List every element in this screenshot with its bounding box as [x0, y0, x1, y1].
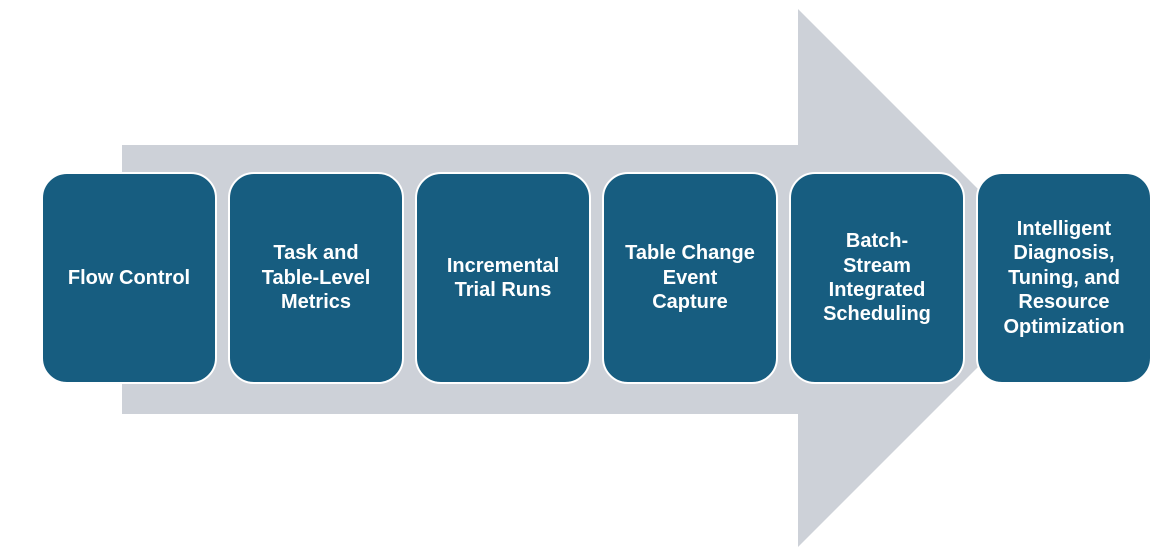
step-label: Intelligent Diagnosis, Tuning, and Resou… [1003, 218, 1125, 338]
step-batch-stream-integrated-scheduling: Batch- Stream Integrated Scheduling [789, 172, 965, 384]
arrow-polygon [122, 9, 1067, 547]
step-label: Flow Control [67, 266, 191, 289]
step-flow-control: Flow Control [41, 172, 217, 384]
step-label: Task and Table-Level Metrics [261, 242, 371, 314]
step-incremental-trial-runs: Incremental Trial Runs [415, 172, 591, 384]
step-task-and-table-level-metrics: Task and Table-Level Metrics [228, 172, 404, 384]
process-steps-row: Flow Control Task and Table-Level Metric… [41, 172, 1152, 384]
step-label: Batch- Stream Integrated Scheduling [823, 230, 931, 326]
step-label: Table Change Event Capture [625, 242, 755, 314]
step-table-change-event-capture: Table Change Event Capture [602, 172, 778, 384]
step-label: Incremental Trial Runs [446, 254, 560, 301]
step-intelligent-diagnosis-tuning-resource-optimization: Intelligent Diagnosis, Tuning, and Resou… [976, 172, 1152, 384]
